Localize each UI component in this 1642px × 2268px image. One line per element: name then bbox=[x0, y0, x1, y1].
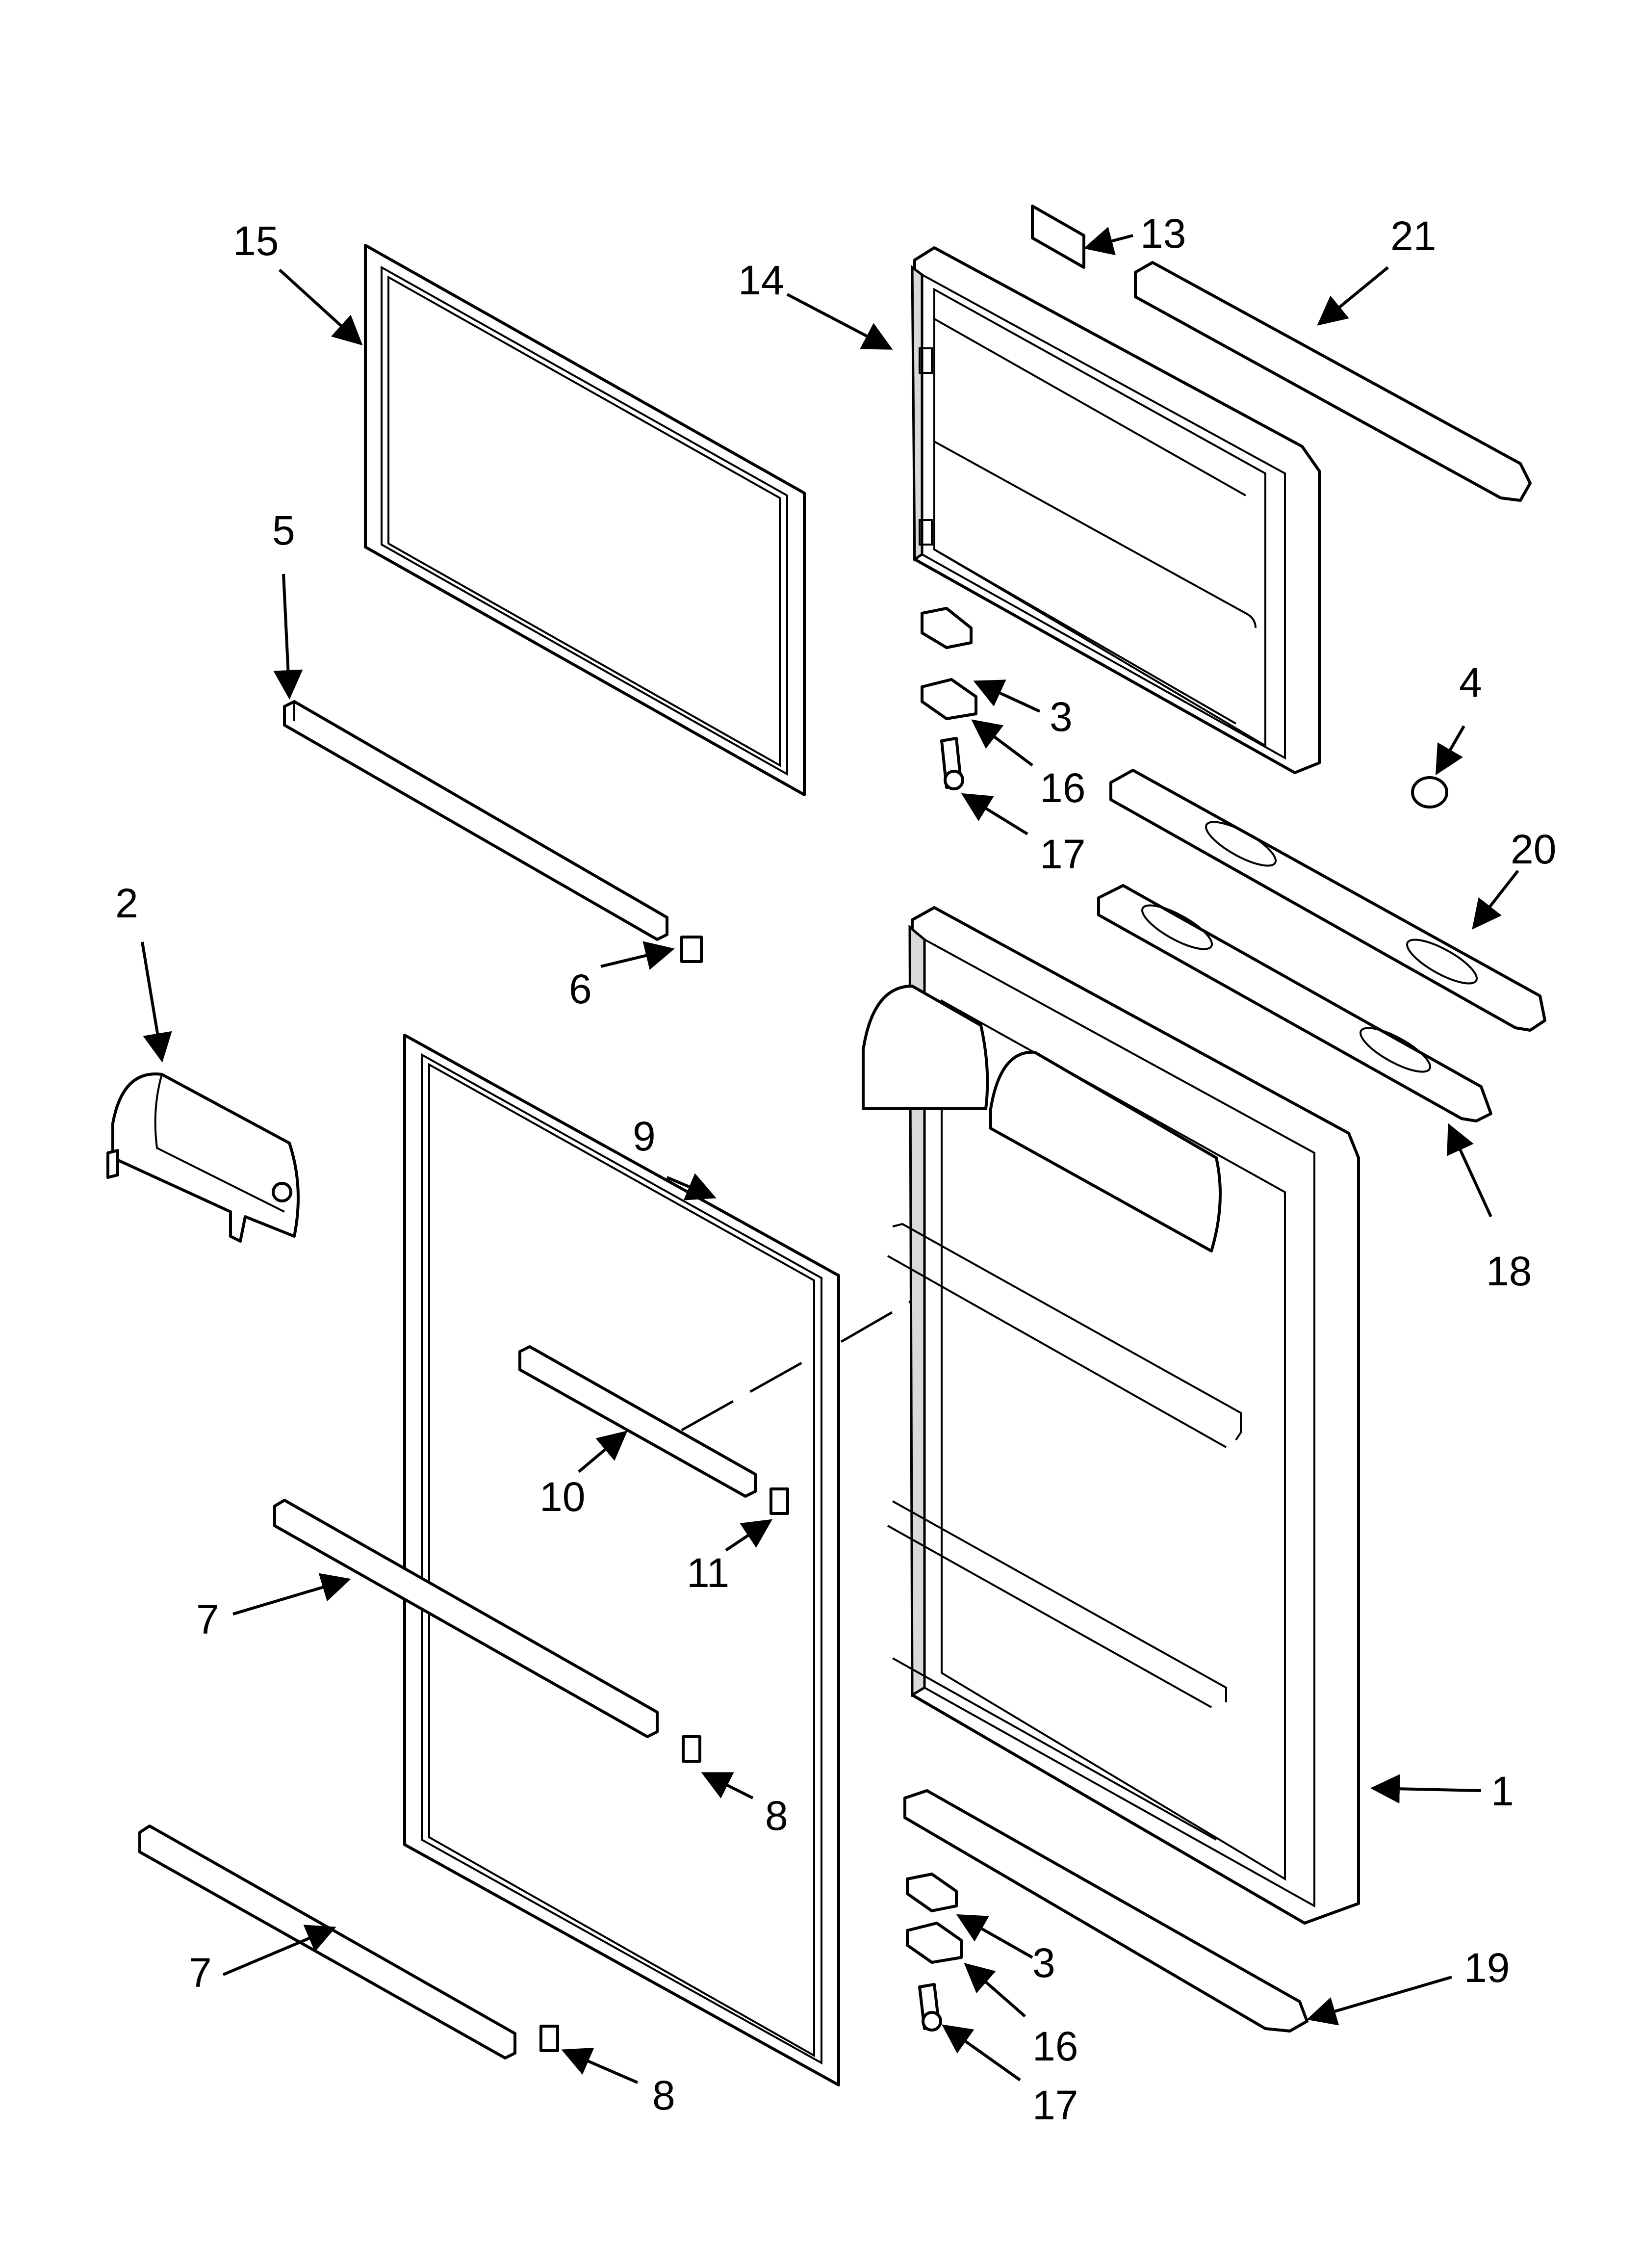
upper-hinge-assembly bbox=[921, 607, 977, 790]
fresh-food-door-bottom-trim bbox=[903, 1789, 1308, 2033]
hole-plug bbox=[1411, 776, 1448, 808]
callout-18: 18 bbox=[1486, 1248, 1532, 1294]
fresh-food-door bbox=[862, 906, 1360, 1925]
dairy-compartment-door bbox=[106, 1072, 300, 1243]
callout-5: 5 bbox=[272, 507, 295, 553]
callout-4: 4 bbox=[1459, 659, 1482, 705]
callout-17-upper: 17 bbox=[1040, 831, 1085, 877]
leader-lines bbox=[141, 227, 1519, 2084]
callout-7-upper: 7 bbox=[196, 1596, 219, 1642]
callout-1: 1 bbox=[1491, 1768, 1514, 1814]
freezer-door-top-trim bbox=[1134, 261, 1532, 502]
fresh-food-door-handle bbox=[1097, 884, 1492, 1122]
callout-20: 20 bbox=[1511, 826, 1556, 872]
freezer-door bbox=[911, 246, 1321, 774]
middle-trim-end-cap bbox=[682, 1735, 701, 1763]
callout-15: 15 bbox=[233, 218, 279, 264]
upper-trim-end-cap bbox=[770, 1487, 789, 1515]
callout-8-upper: 8 bbox=[765, 1793, 788, 1839]
callout-11: 11 bbox=[687, 1550, 729, 1596]
callout-labels: 15 5 6 2 9 10 11 7 8 7 8 13 14 21 3 16 1… bbox=[115, 210, 1556, 2128]
callout-13: 13 bbox=[1140, 210, 1186, 257]
fresh-food-trim-strip-upper bbox=[518, 1345, 757, 1498]
callout-3-lower: 3 bbox=[1032, 1940, 1055, 1986]
callout-6: 6 bbox=[569, 966, 592, 1012]
callout-16-lower: 16 bbox=[1032, 2023, 1078, 2069]
fresh-food-door-gasket bbox=[403, 1034, 840, 2086]
callout-9: 9 bbox=[633, 1113, 656, 1159]
callout-17-lower: 17 bbox=[1032, 2082, 1078, 2128]
callout-10: 10 bbox=[539, 1474, 585, 1520]
callout-3-upper: 3 bbox=[1050, 694, 1073, 740]
freezer-door-handle bbox=[1109, 769, 1546, 1032]
callout-14: 14 bbox=[738, 257, 784, 303]
lower-trim-end-cap bbox=[539, 2025, 559, 2052]
lower-hinge-assembly bbox=[906, 1873, 963, 2032]
freezer-door-gasket bbox=[364, 244, 806, 796]
freezer-trim-end-cap bbox=[680, 936, 703, 963]
freezer-door-trim-strip bbox=[283, 700, 668, 941]
callout-19: 19 bbox=[1464, 1945, 1510, 1991]
callout-7-lower: 7 bbox=[189, 1950, 212, 1996]
callout-21: 21 bbox=[1390, 213, 1436, 259]
callout-2: 2 bbox=[115, 880, 138, 926]
callout-8-lower: 8 bbox=[652, 2072, 675, 2118]
freezer-label bbox=[1031, 205, 1085, 269]
callout-16-upper: 16 bbox=[1040, 765, 1085, 811]
fresh-food-trim-strip-middle bbox=[273, 1499, 659, 1738]
